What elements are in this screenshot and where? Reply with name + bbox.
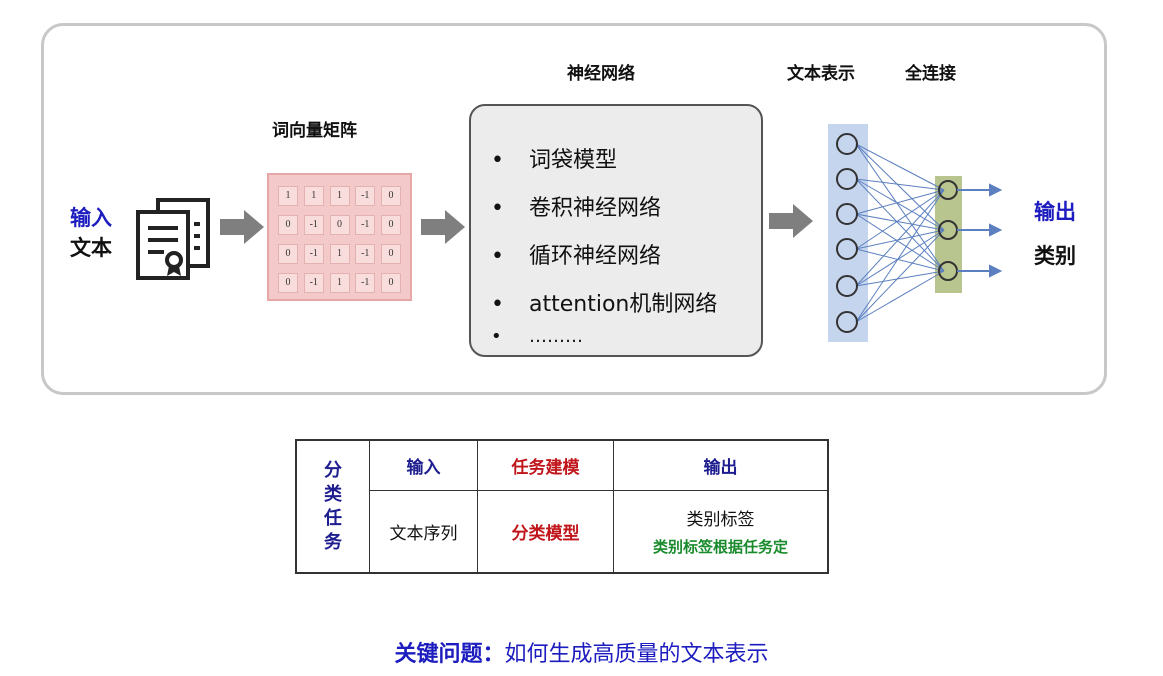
matrix-cell: -1: [303, 214, 324, 235]
document-icon: [136, 198, 210, 280]
neuron-node: [836, 203, 858, 225]
neuron-node: [836, 238, 858, 260]
header-output: 输出: [613, 439, 829, 491]
matrix-cell: 0: [381, 185, 401, 206]
fully-connected-network-diagram: [828, 124, 1003, 342]
representation-title: 文本表示: [787, 64, 855, 84]
network-list-item: •循环神经网络: [491, 244, 662, 269]
matrix-cell: 1: [329, 272, 350, 293]
matrix-row: 0 -1 0 -1 0: [278, 210, 401, 239]
neuron-node: [836, 168, 858, 190]
connection-lines: [855, 143, 945, 323]
arrow-right-icon: [769, 204, 813, 238]
word-vector-matrix: 1 1 1 -1 0 0 -1 0 -1 0 0 -1 1 -1 0 0 -1 …: [267, 173, 412, 301]
neuron-node: [836, 133, 858, 155]
output-label-line2: 类别: [1034, 244, 1076, 268]
matrix-cell: -1: [355, 272, 376, 293]
network-list-item: •词袋模型: [491, 148, 618, 173]
matrix-cell: 1: [329, 243, 350, 264]
output-label-line1: 输出: [1034, 200, 1076, 224]
network-list-item: •卷积神经网络: [491, 196, 662, 221]
key-question: 关键问题：如何生成高质量的文本表示: [0, 636, 1163, 668]
input-label-line1: 输入: [70, 206, 112, 230]
matrix-cell: 0: [329, 214, 350, 235]
key-question-label: 关键问题：: [394, 642, 505, 667]
cell-input: 文本序列: [369, 489, 478, 574]
matrix-row: 1 1 1 -1 0: [278, 181, 401, 210]
matrix-cell: -1: [355, 243, 376, 264]
input-label: 输入 文本: [70, 203, 112, 263]
table-side-header: 分类 任务: [295, 439, 370, 574]
matrix-cell: -1: [303, 272, 324, 293]
fully-connected-title: 全连接: [905, 64, 956, 84]
matrix-cell: 0: [278, 243, 298, 264]
network-title: 神经网络: [567, 64, 635, 84]
output-arrows: [957, 183, 1003, 278]
classification-task-table: 分类 任务 输入 任务建模 输出 文本序列 分类模型 类别标签 类别标签根据任务…: [295, 439, 829, 574]
matrix-cell: 0: [381, 272, 401, 293]
cell-output-main: 类别标签: [686, 510, 755, 531]
output-label: 输出 类别: [1034, 197, 1076, 271]
matrix-cell: 1: [278, 185, 298, 206]
matrix-title: 词向量矩阵: [272, 121, 357, 141]
cell-output: 类别标签 类别标签根据任务定: [613, 489, 829, 574]
matrix-cell: -1: [303, 243, 324, 264]
neuron-node: [836, 311, 858, 333]
cell-output-note: 类别标签根据任务定: [652, 538, 788, 557]
arrow-right-icon: [421, 210, 465, 244]
matrix-cell: 0: [278, 214, 298, 235]
matrix-cell: 0: [278, 272, 298, 293]
matrix-cell: 1: [329, 185, 350, 206]
matrix-cell: 0: [381, 214, 401, 235]
input-label-line2: 文本: [70, 236, 112, 260]
neural-network-box: •词袋模型 •卷积神经网络 •循环神经网络 •attention机制网络 •………: [469, 104, 763, 357]
representation-layer-bar: [828, 124, 868, 342]
key-question-text: 如何生成高质量的文本表示: [504, 642, 769, 667]
matrix-cell: -1: [355, 214, 376, 235]
matrix-cell: 1: [303, 185, 324, 206]
cell-modeling: 分类模型: [477, 489, 614, 574]
network-list-item: •………: [491, 326, 583, 347]
matrix-cell: -1: [355, 185, 376, 206]
header-modeling: 任务建模: [477, 439, 614, 491]
matrix-row: 0 -1 1 -1 0: [278, 268, 401, 297]
matrix-cell: 0: [381, 243, 401, 264]
matrix-row: 0 -1 1 -1 0: [278, 239, 401, 268]
arrow-right-icon: [220, 210, 264, 244]
header-input: 输入: [369, 439, 478, 491]
neuron-node: [836, 275, 858, 297]
network-list-item: •attention机制网络: [491, 292, 718, 317]
